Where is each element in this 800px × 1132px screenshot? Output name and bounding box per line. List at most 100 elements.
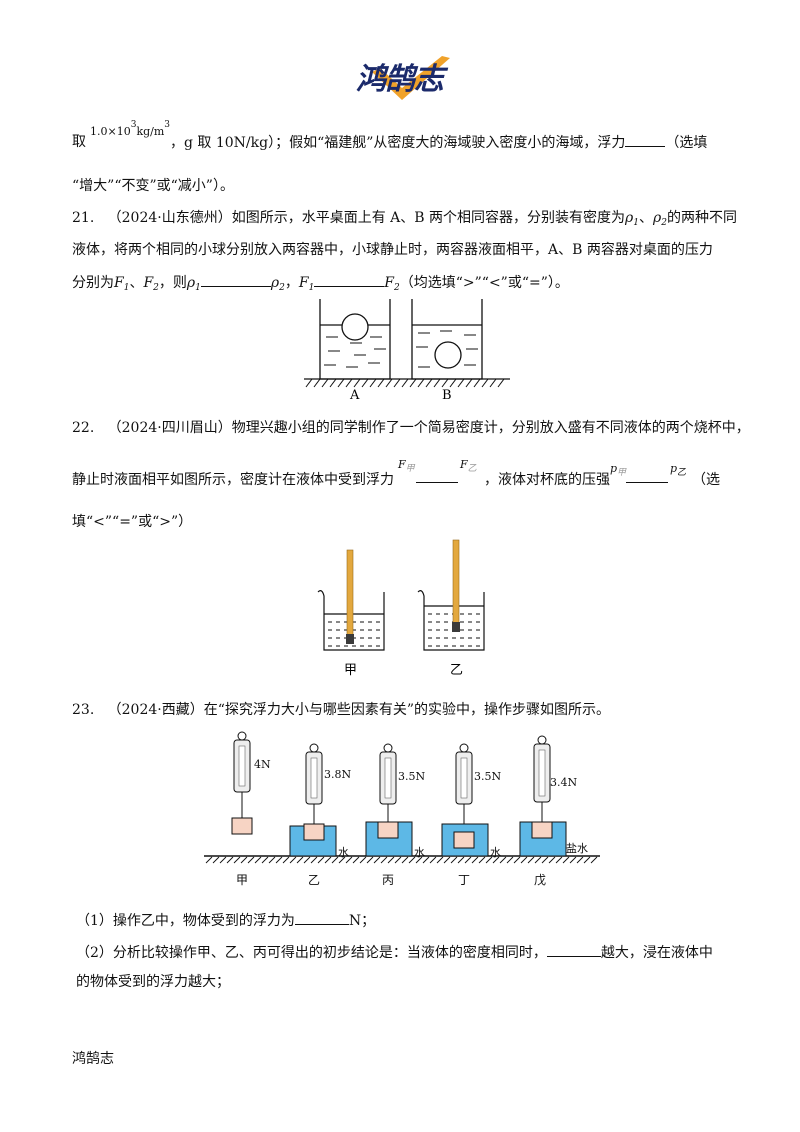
q23-experiment-figure: 4N 3.8N 3.5N 3.5N 3.4N 水 水 水 盐水 甲 乙 丙 丁 … [204,731,600,887]
table-hatch-mark [254,856,262,864]
label-yi: 乙 [450,663,463,678]
table-hatch-mark [590,856,598,864]
table-hatch-mark [282,856,290,864]
q21-line1: 21. （2024·山东德州）如图所示，水平桌面上有 A、B 两个相同容器，分别… [72,210,737,228]
q21-line2: 液体，将两个相同的小球分别放入两容器中，小球静止时，两容器液面相平，A、B 两容… [72,242,713,258]
label-B: B [442,388,452,403]
label-A: A [349,388,360,403]
table-hatch-mark [289,856,297,864]
table-hatch-mark [205,856,213,864]
step-bing: 丙 [382,873,394,887]
step-yi: 乙 [308,873,320,887]
table-hatch-mark [443,856,451,864]
table-hatch-mark [219,856,227,864]
answer-blank-factor[interactable] [546,942,601,957]
table-hatch-mark [359,856,367,864]
table-hatch-mark [401,856,409,864]
table-hatch-mark [471,856,479,864]
logo-text: 鸿鹄志 [356,62,444,97]
spring-scale-jia [231,731,253,835]
spring-scale-yi [289,743,337,857]
spring-scale-ding [441,743,489,857]
table-hatch-mark [408,856,416,864]
label-jia: 甲 [344,663,357,678]
q23-sub2: （2）分析比较操作甲、乙、丙可得出的初步结论是：当液体的密度相同时，越大，浸在液… [76,942,713,963]
table-hatch-mark [212,856,220,864]
liquid-ding: 水 [490,846,501,859]
reading-jia: 4N [254,758,271,771]
table-hatch-mark [429,856,437,864]
table-hatch-mark [555,856,563,864]
answer-blank-F[interactable] [416,468,458,483]
liquid-wu: 盐水 [566,842,588,855]
table-hatch-mark [583,856,591,864]
p-jia: p甲 [610,462,627,478]
table-hatch-mark [422,856,430,864]
table-hatch-mark [345,856,353,864]
spring-scale-wu [519,735,567,857]
density-expression: 1.0×103kg/m3 [90,120,171,138]
table-hatch-mark [485,856,493,864]
reading-yi: 3.8N [324,768,351,781]
q20-line2: “增大”“不变”或“减小”）。 [72,178,234,194]
header-logo: 鸿鹄志 [350,52,470,108]
table-hatch-mark [506,856,514,864]
table-hatch-mark [562,856,570,864]
table-hatch-mark [275,856,283,864]
footer-text: 鸿鹄志 [72,1051,114,1067]
q22-line2: 静止时液面相平如图所示，密度计在液体中受到浮力 [72,472,394,488]
F-yi: F乙 [460,458,477,474]
reading-bing: 3.5N [398,770,425,783]
table-hatch-mark [576,856,584,864]
reading-ding: 3.5N [474,770,501,783]
table-hatch-mark [534,856,542,864]
table-hatch-mark [310,856,318,864]
answer-blank-p[interactable] [626,468,668,483]
table-hatch-mark [373,856,381,864]
q22-line1: 22. （2024·四川眉山）物理兴趣小组的同学制作了一个简易密度计，分别放入盛… [72,420,750,436]
table-hatch-mark [394,856,402,864]
q22-line2-mid: ，液体对杯底的压强 [484,472,610,488]
q20-line1: 取 [72,134,86,150]
table-hatch-mark [464,856,472,864]
answer-blank-buoyant-force[interactable] [294,910,349,925]
table-hatch-mark [527,856,535,864]
logo-checkmark-icon [372,56,450,100]
step-jia: 甲 [236,873,248,887]
q22-line3: 填“<”“=”或“>”） [72,514,193,530]
p-yi: p乙 [670,462,687,478]
liquid-yi: 水 [338,846,349,859]
answer-blank-buoyancy[interactable] [625,132,666,147]
step-ding: 丁 [458,873,470,887]
answer-blank-force[interactable] [314,272,385,287]
q21-containers-figure: A B [304,299,510,403]
q23-sub2-line2: 的物体受到的浮力越大； [76,974,230,990]
table-hatch-mark [261,856,269,864]
table-hatch-mark [352,856,360,864]
table-hatch-mark [457,856,465,864]
table-hatch-mark [499,856,507,864]
table-hatch-mark [331,856,339,864]
q22-beakers-figure: 甲 乙 [317,539,485,678]
table-hatch-mark [247,856,255,864]
table-hatch-mark [338,856,346,864]
table-hatch-mark [233,856,241,864]
answer-blank-rho[interactable] [200,272,271,287]
table-hatch-mark [366,856,374,864]
table-hatch-mark [226,856,234,864]
reading-wu: 3.4N [550,776,577,789]
table-hatch-mark [436,856,444,864]
table-hatch-mark [303,856,311,864]
table-hatch-mark [492,856,500,864]
table-hatch-mark [324,856,332,864]
table-hatch-mark [450,856,458,864]
table-hatch-mark [317,856,325,864]
q23-line1: 23. （2024·西藏）在“探究浮力大小与哪些因素有关”的实验中，操作步骤如图… [72,702,611,718]
table-hatch-mark [520,856,528,864]
spring-scale-bing [365,743,413,857]
table-hatch-mark [513,856,521,864]
table-hatch-mark [268,856,276,864]
table-hatch-mark [478,856,486,864]
